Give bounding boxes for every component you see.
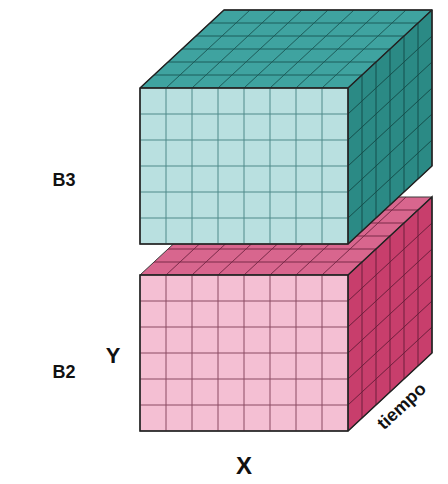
cube-grid	[140, 88, 348, 244]
cube-grid	[348, 23, 432, 231]
cube-front-face	[140, 275, 348, 431]
cube-side-face	[348, 10, 432, 244]
band-b3-cube	[140, 10, 432, 244]
cube-outline	[140, 10, 432, 244]
cube-front-face	[140, 88, 348, 244]
axis-label: X	[236, 454, 252, 478]
axis-label: Y	[106, 345, 121, 367]
band-label: B2	[52, 363, 75, 381]
band-label: B3	[52, 171, 75, 189]
cube-outline	[140, 10, 432, 244]
cube-outline	[347, 275, 349, 431]
axis-label: tiempo	[374, 379, 429, 432]
cube-grid	[140, 275, 348, 431]
